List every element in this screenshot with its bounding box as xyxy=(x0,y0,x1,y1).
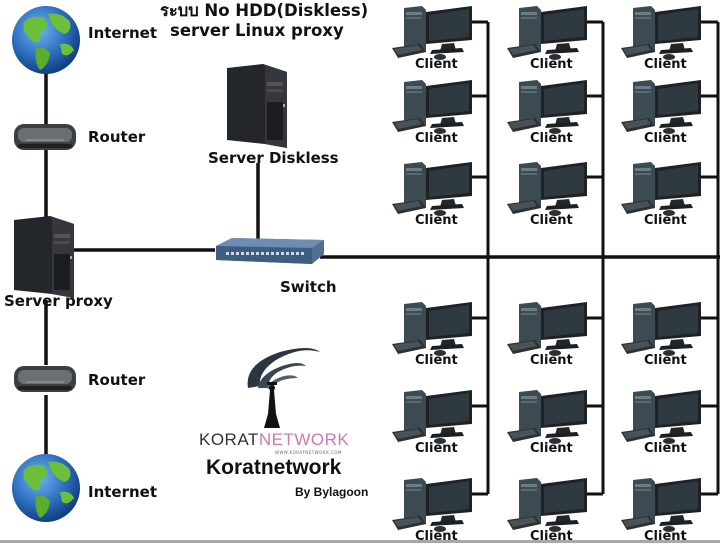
client-label: Client xyxy=(644,57,687,72)
client-node xyxy=(507,388,593,450)
network-switch-icon xyxy=(216,238,324,264)
client-node xyxy=(507,4,593,66)
client-label: Client xyxy=(530,353,573,368)
client-node xyxy=(392,388,478,450)
diagram-title-line1: ระบบ No HDD(Diskless) xyxy=(160,1,369,20)
server-diskless-label: Server Diskless xyxy=(208,149,339,167)
client-node xyxy=(392,476,478,538)
client-node xyxy=(507,476,593,538)
client-node xyxy=(621,300,707,362)
router-bottom-node xyxy=(12,362,78,400)
desktop-computer-icon xyxy=(392,80,472,134)
desktop-computer-icon xyxy=(621,162,701,216)
client-node xyxy=(507,160,593,222)
server-tower-icon xyxy=(227,64,287,148)
server-proxy-node xyxy=(12,214,76,302)
client-label: Client xyxy=(415,353,458,368)
desktop-computer-icon xyxy=(507,162,587,216)
brand-name: Koratnetwork xyxy=(206,456,342,479)
desktop-computer-icon xyxy=(507,302,587,356)
client-node xyxy=(621,4,707,66)
client-label: Client xyxy=(415,213,458,228)
desktop-computer-icon xyxy=(621,80,701,134)
desktop-computer-icon xyxy=(621,390,701,444)
client-label: Client xyxy=(644,441,687,456)
internet-top-label: Internet xyxy=(88,24,158,42)
desktop-computer-icon xyxy=(621,302,701,356)
router-bottom-label: Router xyxy=(88,371,146,389)
desktop-computer-icon xyxy=(507,478,587,532)
desktop-computer-icon xyxy=(392,6,472,60)
client-label: Client xyxy=(415,131,458,146)
server-diskless-node xyxy=(225,62,289,152)
router-top-node xyxy=(12,120,78,158)
bottom-border xyxy=(0,540,720,543)
client-node xyxy=(621,476,707,538)
client-node xyxy=(621,78,707,140)
client-label: Client xyxy=(530,131,573,146)
desktop-computer-icon xyxy=(621,6,701,60)
desktop-computer-icon xyxy=(392,302,472,356)
desktop-computer-icon xyxy=(507,80,587,134)
desktop-computer-icon xyxy=(392,390,472,444)
router-icon xyxy=(14,124,76,150)
client-label: Client xyxy=(644,353,687,368)
client-label: Client xyxy=(644,213,687,228)
antenna-tower-icon xyxy=(247,348,320,428)
client-node xyxy=(392,4,478,66)
client-label: Client xyxy=(415,57,458,72)
desktop-computer-icon xyxy=(507,6,587,60)
client-label: Client xyxy=(530,213,573,228)
koratnetwork-logo xyxy=(240,344,324,434)
internet-top-node xyxy=(10,4,82,80)
client-node xyxy=(392,78,478,140)
server-tower-icon xyxy=(14,216,74,298)
switch-label: Switch xyxy=(280,278,337,296)
router-icon xyxy=(14,366,76,392)
globe-icon xyxy=(12,6,80,74)
desktop-computer-icon xyxy=(621,478,701,532)
globe-icon xyxy=(12,454,80,522)
client-node xyxy=(507,300,593,362)
logo-wordmark: KORATNETWORK xyxy=(199,430,349,450)
logo-url: WWW.KORATNETWORK.COM xyxy=(275,450,342,455)
internet-bottom-label: Internet xyxy=(88,483,158,501)
router-top-label: Router xyxy=(88,128,146,146)
server-proxy-label: Server proxy xyxy=(4,292,113,310)
brand-byline: By Bylagoon xyxy=(295,485,369,499)
client-node xyxy=(507,78,593,140)
diagram-title-line2: server Linux proxy xyxy=(170,21,344,40)
switch-node xyxy=(212,236,328,270)
client-node xyxy=(392,160,478,222)
desktop-computer-icon xyxy=(392,162,472,216)
client-node xyxy=(621,388,707,450)
client-node xyxy=(621,160,707,222)
logo-suffix: NETWORK xyxy=(258,430,350,449)
client-label: Client xyxy=(415,441,458,456)
client-node xyxy=(392,300,478,362)
logo-prefix: KORAT xyxy=(199,430,259,449)
client-label: Client xyxy=(530,57,573,72)
client-label: Client xyxy=(530,441,573,456)
client-label: Client xyxy=(644,131,687,146)
internet-bottom-node xyxy=(10,452,82,528)
desktop-computer-icon xyxy=(507,390,587,444)
desktop-computer-icon xyxy=(392,478,472,532)
